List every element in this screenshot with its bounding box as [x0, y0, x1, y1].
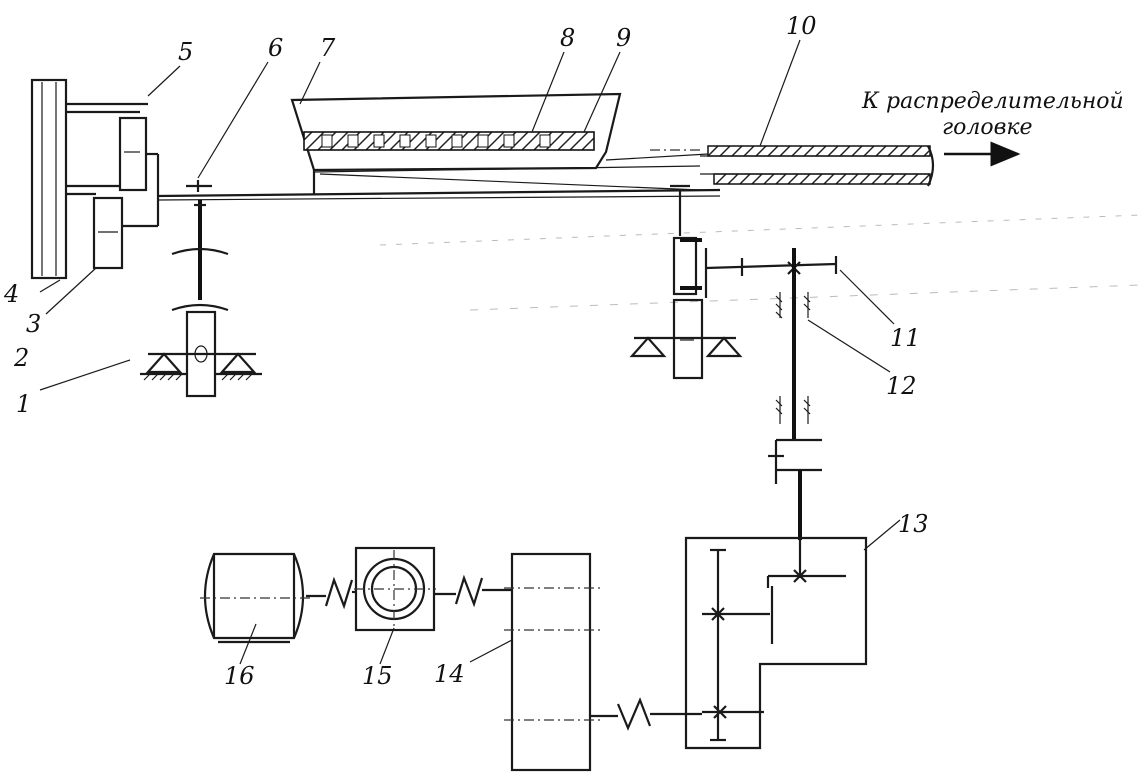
caption-line-1: К распределительной	[861, 89, 1124, 114]
label-3: 3	[26, 310, 41, 338]
gearbox-13	[684, 536, 868, 750]
label-10: 10	[786, 12, 817, 40]
cylinder-5	[66, 102, 160, 196]
reducer-14	[504, 552, 702, 772]
motor-16	[200, 552, 356, 644]
scan-lines	[379, 214, 1141, 311]
right-support	[629, 184, 743, 380]
leader-lines	[39, 39, 901, 665]
main-shaft	[157, 188, 721, 201]
label-9: 9	[616, 24, 631, 52]
left-support	[140, 200, 262, 398]
label-6: 6	[268, 34, 283, 62]
caption-line-2: головке	[942, 115, 1033, 140]
label-4: 4	[3, 280, 19, 308]
label-11: 11	[890, 324, 921, 352]
clutch-15	[354, 546, 512, 632]
label-13: 13	[898, 510, 929, 538]
bevel-gear-11-12	[704, 248, 838, 440]
label-12: 12	[886, 372, 917, 400]
bearing-6	[186, 180, 212, 192]
label-1: 1	[16, 390, 31, 418]
label-16: 16	[224, 662, 255, 690]
rotating-frame-4	[30, 78, 68, 280]
coupling	[768, 438, 822, 540]
filter-layer-8	[303, 131, 595, 151]
label-5: 5	[178, 38, 193, 66]
label-8: 8	[560, 24, 575, 52]
pipe-10	[605, 145, 935, 187]
cylinder-3	[66, 184, 160, 270]
label-2: 2	[13, 344, 29, 372]
label-14: 14	[434, 660, 465, 688]
label-15: 15	[362, 662, 393, 690]
label-7: 7	[320, 34, 336, 62]
hopper-7	[290, 92, 701, 194]
